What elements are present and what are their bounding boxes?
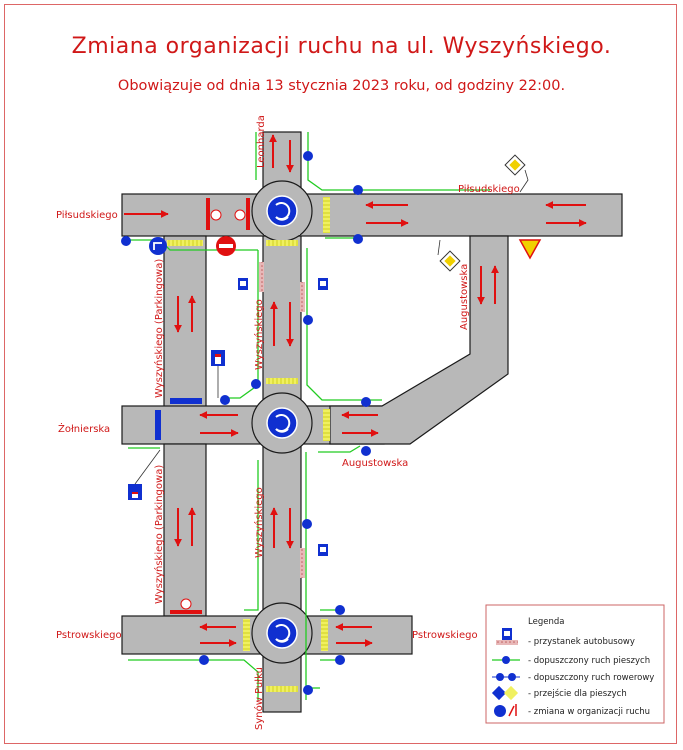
- legend-label-pedestrian: - dopuszczony ruch pieszych: [528, 656, 650, 666]
- bus-stop-icon: [318, 544, 328, 556]
- bike-markers: [121, 151, 371, 695]
- priority-road-sign-icon: [439, 250, 461, 272]
- bicycle-path-icon: [361, 446, 371, 456]
- bicycle-path-icon: [303, 151, 313, 161]
- roundabout-sign-north: [266, 195, 298, 227]
- street-label-parkingowa-upper: Wyszyńskiego (Parkingowa): [153, 259, 165, 398]
- crosswalk: [266, 686, 298, 692]
- barrier-stripe: [170, 610, 202, 614]
- legend-label-bus-stop: - przystanek autobusowy: [528, 637, 635, 647]
- bicycle-path-icon: [199, 655, 209, 665]
- road-parkingowa-lower: [163, 443, 207, 617]
- street-label-zolnierska: Żołnierska: [58, 422, 110, 435]
- street-label-augustowska-lower: Augustowska: [342, 458, 408, 469]
- crosswalk-blue: [155, 410, 161, 440]
- crosswalk: [321, 619, 328, 651]
- bus-stop-icon: [238, 278, 248, 290]
- crosswalk: [167, 240, 203, 246]
- bicycle-path-icon: [121, 236, 131, 246]
- bus-stop-icon: [318, 278, 328, 290]
- map-subtitle: Obowiązuje od dnia 13 stycznia 2023 roku…: [117, 78, 566, 94]
- street-label-leonharda: Leonharda: [256, 115, 267, 168]
- street-label-pstrowskiego-left: Pstrowskiego: [56, 630, 122, 641]
- bicycle-path-icon: [353, 234, 363, 244]
- crosswalk-blue: [170, 398, 202, 404]
- dead-end-sign-icon: [211, 350, 225, 366]
- street-label-parkingowa-lower: Wyszyńskiego (Parkingowa): [153, 465, 165, 604]
- street-label-wyszynskiego-lower: Wyszyńskiego: [253, 487, 265, 558]
- crosswalk: [266, 240, 298, 246]
- priority-road-sign-icon: [504, 154, 526, 176]
- legend: Legenda - przystanek autobusowy - dopusz…: [485, 604, 665, 724]
- legend-title: Legenda: [528, 617, 564, 627]
- barrier-stripe: [246, 198, 250, 230]
- legend-box: [485, 604, 665, 724]
- pedestrian-path-icon: [492, 656, 520, 664]
- bus-stop-zone: [300, 282, 305, 312]
- road-wyszynskiego-lower: [262, 421, 302, 713]
- no-entry-sign-icon: [216, 236, 236, 256]
- roundabout-sign-middle: [266, 407, 298, 439]
- legend-label-bicycle: - dopuszczony ruch rowerowy: [528, 673, 654, 683]
- traffic-arrows: [124, 134, 587, 647]
- yield-sign-icon: [518, 239, 542, 260]
- map-title: Zmiana organizacji ruchu na ul. Wyszyńsk…: [71, 34, 612, 59]
- roundabout-sign-south: [266, 617, 298, 649]
- bus-stop-zone: [300, 548, 305, 578]
- bicycle-path-icon: [492, 673, 520, 681]
- crosswalk: [266, 378, 298, 384]
- road-parkingowa-upper: [163, 235, 207, 409]
- street-label-augustowska-vertical: Augustowska: [459, 264, 470, 330]
- crosswalks: [155, 197, 330, 692]
- dead-end-sign-icon: [128, 484, 142, 500]
- bicycle-path-icon: [335, 605, 345, 615]
- bicycle-path-icon: [303, 685, 313, 695]
- street-label-pilsudskiego-left: Piłsudskiego: [56, 210, 118, 221]
- street-label-pstrowskiego-right: Pstrowskiego: [412, 630, 478, 641]
- bus-stop-icon: [496, 628, 518, 645]
- legend-label-crosswalk: - przejście dla pieszych: [528, 688, 627, 699]
- bicycle-path-icon: [220, 395, 230, 405]
- street-label-pilsudskiego-right: Piłsudskiego: [458, 184, 520, 195]
- crosswalk: [323, 409, 330, 441]
- street-label-synow-pulku: Synów Pułku: [253, 667, 265, 730]
- bicycle-path-icon: [302, 519, 312, 529]
- crosswalk: [243, 619, 250, 651]
- crosswalk-icon: [491, 685, 519, 701]
- map-frame: [4, 4, 677, 744]
- street-label-wyszynskiego-upper: Wyszyńskiego: [253, 299, 265, 370]
- turn-sign-icon: [149, 237, 167, 255]
- bicycle-path-icon: [353, 185, 363, 195]
- barrier-stripe: [206, 198, 210, 230]
- bicycle-path-icon: [251, 379, 261, 389]
- legend-label-traffic-change: - zmiana w organizacji ruchu: [528, 707, 650, 717]
- traffic-change-icon: [494, 704, 517, 717]
- bicycle-path-icon: [361, 397, 371, 407]
- road-augustowska: [329, 235, 509, 445]
- crosswalk: [323, 197, 330, 233]
- bus-stop-zone: [259, 262, 264, 292]
- bicycle-path-icon: [303, 315, 313, 325]
- bicycle-path-icon: [335, 655, 345, 665]
